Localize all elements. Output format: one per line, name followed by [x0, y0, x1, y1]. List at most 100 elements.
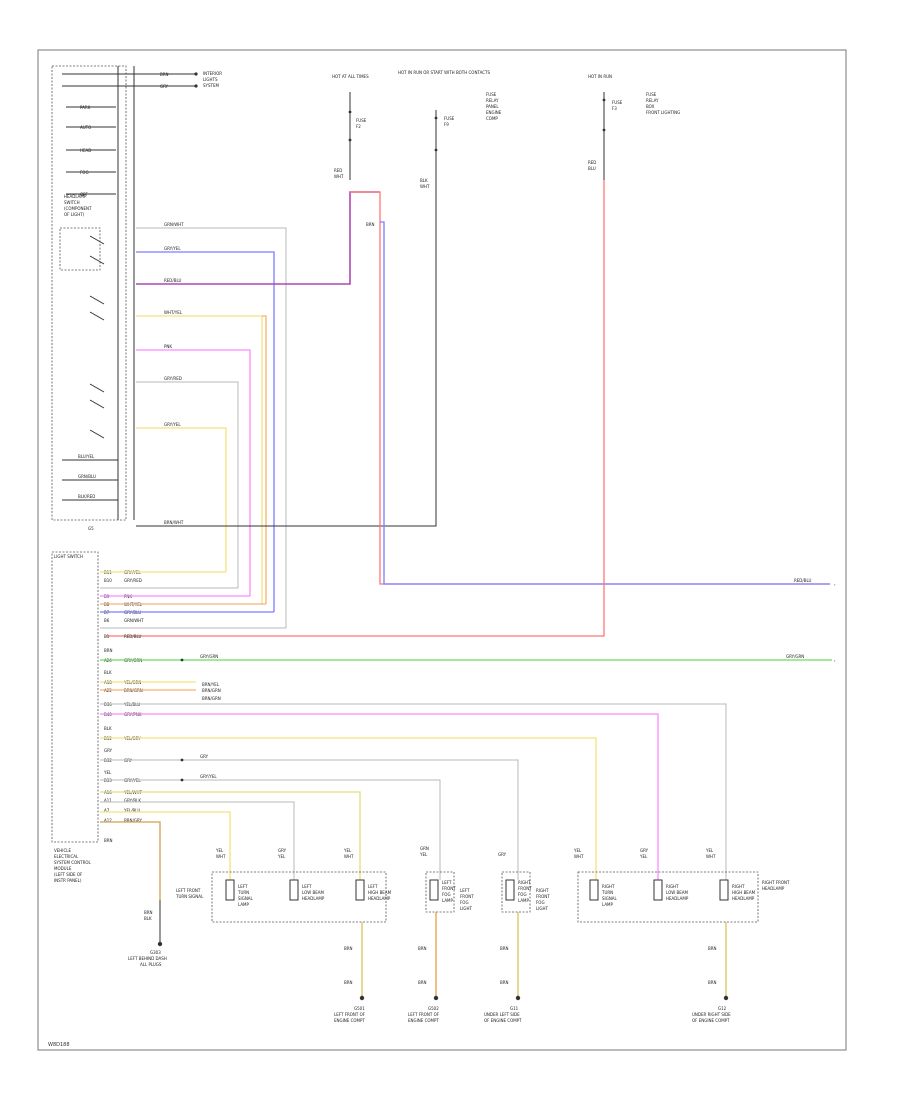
lamp-label: RIGHT — [602, 884, 615, 889]
fuse-wire-label: RED — [334, 168, 342, 173]
module-pin-wire: YEL/BLU — [123, 808, 140, 813]
switch-wire-label: GRY/YEL — [164, 246, 181, 251]
lamp-side: LIGHT — [536, 906, 549, 911]
ground-wire: BRN — [708, 980, 717, 985]
headlamp-ground: G5 — [88, 526, 94, 531]
lamp-side: FOG — [460, 900, 469, 905]
fuse-note: ENGINE — [486, 110, 502, 115]
fuse-wire-label: WHT — [420, 184, 430, 189]
lamp-label: HIGH BEAM — [732, 890, 756, 895]
lamp-wire: GRN — [420, 846, 429, 851]
lamp-wire: YEL — [639, 854, 648, 859]
module-title: VEHICLE — [54, 848, 71, 853]
lamp-wire: YEL — [705, 848, 714, 853]
module-edge-label: GRY/GRN — [200, 654, 218, 659]
diagram-frame — [37, 49, 847, 1051]
switch-output-wires: GRN/WHT GRY/YEL RED/BLU WHT/YEL PNK GRY/… — [136, 180, 437, 628]
switch-wire-label: GRY/YEL — [164, 422, 181, 427]
ground-label: UNDER RIGHT SIDE — [692, 1012, 731, 1017]
fuse-wire-label: RED — [588, 160, 596, 165]
interior-lights-label-3: SYSTEM — [203, 83, 219, 88]
fuse-label: FUSE — [444, 116, 455, 121]
headlamp-top-wire-1: BRN — [160, 72, 169, 77]
interior-lights-label-1: INTERIOR — [203, 71, 222, 76]
ground-wire: BRN — [344, 946, 353, 951]
bottom-grounds: BRN BRN G501 LEFT FRONT OF ENGINE COMPT … — [334, 912, 731, 1023]
lamp-label: RIGHT — [732, 884, 745, 889]
lamp-label: LEFT — [442, 880, 452, 885]
module-pin-wire: BRN/GRY — [124, 818, 142, 823]
lamp-label: LEFT — [368, 884, 378, 889]
ground-wire: BRN — [708, 946, 717, 951]
fuse-note: RELAY — [646, 98, 659, 103]
module-edge-label: GRY/GRN — [786, 654, 804, 659]
lamp-title: LEFT FRONT — [176, 888, 201, 893]
headlamp-title-3: (COMPONENT — [64, 206, 92, 211]
lamp-label: FOG — [518, 892, 527, 897]
fuse-label: F2 — [356, 124, 361, 129]
fuse-label: FUSE — [612, 100, 623, 105]
lamp-label: LAMP — [518, 898, 530, 903]
ground-label: ENGINE COMPT — [408, 1018, 439, 1023]
headlamp-bottom-wire-2: GRN/BLU — [78, 474, 96, 479]
fuse-hot-at-all-times: HOT AT ALL TIMES FUSE F2 RED WHT BRN — [332, 74, 830, 585]
switch-wire-label: GRY/RED — [164, 376, 182, 381]
pin-label: B1 — [104, 634, 110, 639]
switch-wire-label: PNK — [164, 344, 172, 349]
switch-wire-label: GRN/WHT — [164, 222, 184, 227]
lamp-label: LOW BEAM — [666, 890, 688, 895]
lamp-label: RIGHT — [666, 884, 679, 889]
pin-label: B10 — [104, 578, 112, 583]
module-ground-wire: BRN — [144, 910, 153, 915]
ground-label: LEFT FRONT OF — [408, 1012, 440, 1017]
light-switch-pins: B11 GRY/YEL B10 GRY/RED B9 PNK B8 WHT/YE… — [100, 570, 286, 639]
pin-wire: GRY/RED — [124, 578, 142, 583]
lamp-wire: YEL — [215, 848, 224, 853]
module-pin: A7 — [104, 808, 110, 813]
ground-wire: BRN — [418, 946, 427, 951]
module-pin: A11 — [104, 798, 112, 803]
fuse-top-label: HOT AT ALL TIMES — [332, 74, 369, 79]
module-pin-tag: BRN — [104, 838, 113, 843]
fuse-wire-label: BLK — [420, 178, 428, 183]
lamp-title: TURN SIGNAL — [175, 894, 204, 899]
fuse-wire-label: BLU — [588, 166, 596, 171]
lamp-wire: WHT — [574, 854, 584, 859]
fuse-hot-in-run-2: HOT IN RUN FUSE F3 RED BLU FUSE RELAY BO… — [106, 74, 680, 637]
headlamp-top-wire-2: GRY — [160, 84, 169, 89]
module-title: INSTR PANEL) — [54, 878, 82, 883]
module-pin-wire: GRY/BLK — [124, 798, 141, 803]
headlamp-bottom-wire-3: BLK/RED — [78, 494, 95, 499]
ground-label: G12 — [718, 1006, 727, 1011]
module-title: (LEFT SIDE OF — [54, 872, 83, 877]
lamp-label: HIGH BEAM — [368, 890, 392, 895]
lamp-label: TURN — [237, 890, 249, 895]
svg-text:›: › — [834, 582, 836, 587]
ground-wire: BRN — [500, 980, 509, 985]
ground-label: OF ENGINE COMPT — [692, 1018, 730, 1023]
lamp-side: LIGHT — [460, 906, 473, 911]
fuse-note: RELAY — [486, 98, 499, 103]
module-mid-label: BRN/GRN — [202, 696, 221, 701]
footer-code: W8D188 — [48, 1042, 70, 1048]
lamp-title: RIGHT FRONT — [762, 880, 790, 885]
module-pin-tag: BLK — [104, 726, 112, 731]
lamp-label: FOG — [442, 892, 451, 897]
lamp-label: HEADLAMP — [666, 896, 689, 901]
lamp-label: LAMP — [442, 898, 454, 903]
lamp-label: SIGNAL — [602, 896, 618, 901]
lamp-wire: YEL — [343, 848, 352, 853]
fuse-note: BOX — [646, 104, 655, 109]
lamp-wire: GRY — [278, 848, 287, 853]
module-ground: LEFT BEHIND DASH — [128, 956, 167, 961]
headlamp-bottom-wire-1: BLU/YEL — [78, 454, 95, 459]
lamp-wire: YEL — [573, 848, 582, 853]
switch-contacts — [59, 227, 105, 439]
switch-wire-label: WHT/YEL — [164, 310, 183, 315]
lamp-wire: WHT — [344, 854, 354, 859]
light-switch-title: LIGHT SWITCH — [54, 554, 83, 559]
lamp-label: LAMP — [238, 902, 250, 907]
headlamp-title-4: OF LIGHT) — [64, 212, 85, 217]
ground-label: UNDER LEFT SIDE — [484, 1012, 520, 1017]
